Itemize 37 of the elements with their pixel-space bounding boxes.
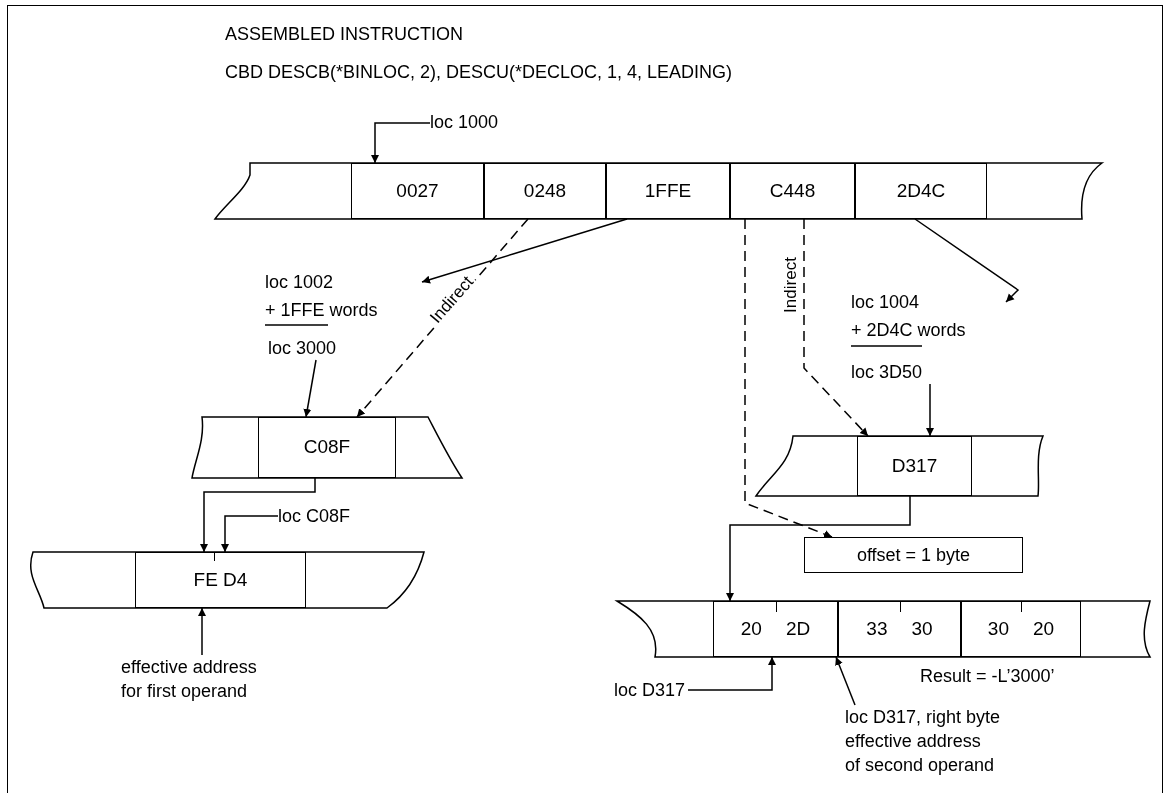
memory-cell: D317 xyxy=(857,436,972,496)
title: ASSEMBLED INSTRUCTION xyxy=(225,23,464,46)
arrow xyxy=(303,359,317,418)
arrow xyxy=(835,656,856,706)
memory-cell: FE D4 xyxy=(135,552,306,608)
arrow xyxy=(421,218,628,284)
address-label: loc 3D50 xyxy=(851,360,951,384)
memory-cell: 0248 xyxy=(484,163,606,219)
memory-cell: C08F xyxy=(258,417,396,478)
memory-cell: 0027 xyxy=(351,163,484,219)
arrow xyxy=(200,477,316,553)
instruction-text: CBD DESCB(*BINLOC, 2), DESCU(*DECLOC, 1, 4, LEADING) xyxy=(225,61,733,84)
arrow xyxy=(687,656,776,691)
arrow xyxy=(726,495,911,602)
arrow xyxy=(803,218,869,437)
memory-cell: 20 2D xyxy=(713,601,838,657)
offset-box: offset = 1 byte xyxy=(804,537,1023,573)
memory-cell: 33 30 xyxy=(838,601,961,657)
arrow xyxy=(198,607,206,656)
address-label: loc 1000 xyxy=(430,110,510,136)
address-label: loc C08F xyxy=(278,504,378,528)
address-label: loc D317 xyxy=(614,678,688,702)
annotation-text: loc D317, right byte effective address of second operand xyxy=(845,705,1070,777)
annotation-text: effective address for first operand xyxy=(121,655,281,703)
address-label: loc 3000 xyxy=(268,336,358,360)
address-sum: loc 1002 + 1FFE words xyxy=(265,268,422,324)
memory-cell: 1FFE xyxy=(606,163,730,219)
memory-cell: 2D4C xyxy=(855,163,987,219)
arrow xyxy=(926,383,934,437)
arrow xyxy=(914,218,1020,303)
arrow xyxy=(221,515,279,553)
result-text: Result = -L’3000’ xyxy=(920,665,1055,688)
address-sum: loc 1004 + 2D4C words xyxy=(851,288,1006,344)
memory-cell: 30 20 xyxy=(961,601,1081,657)
arrow xyxy=(371,122,431,164)
memory-cell: C448 xyxy=(730,163,855,219)
arrow xyxy=(744,218,833,538)
